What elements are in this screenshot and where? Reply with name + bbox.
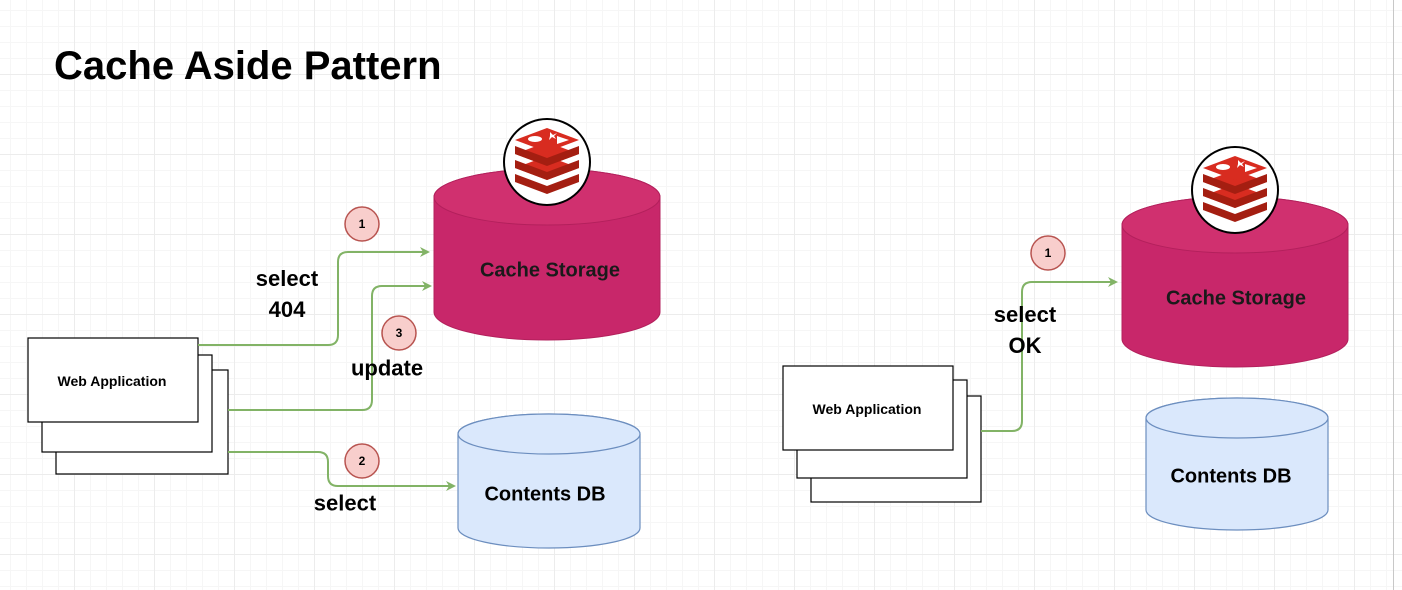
page-boundary-line bbox=[1393, 0, 1394, 590]
left-step-3-label: 3 bbox=[395, 326, 403, 340]
right-cache-cylinder bbox=[1121, 196, 1349, 368]
left-edge-select-404-label: select 404 bbox=[255, 266, 319, 322]
left-edge-select-404 bbox=[198, 247, 430, 346]
left-step-2-marker bbox=[344, 443, 380, 479]
left-edge-select-db bbox=[228, 451, 456, 491]
right-web-application-stack bbox=[782, 365, 982, 503]
left-redis-logo-icon bbox=[503, 118, 591, 206]
left-step-1-marker bbox=[344, 206, 380, 242]
left-contents-db-label: Contents DB bbox=[484, 483, 606, 506]
left-edge-update bbox=[228, 281, 432, 411]
left-web-application-label: Web Application bbox=[57, 373, 167, 389]
left-cache-storage-label: Cache Storage bbox=[479, 259, 621, 282]
right-edge-select-ok-label: select OK bbox=[993, 302, 1057, 358]
left-step-2-label: 2 bbox=[358, 454, 366, 468]
right-edge-select-ok bbox=[981, 277, 1118, 432]
right-step-1-marker bbox=[1030, 235, 1066, 271]
left-edge-update-label: update bbox=[350, 355, 424, 381]
page-title: Cache Aside Pattern bbox=[54, 44, 442, 88]
right-redis-logo-icon bbox=[1191, 146, 1279, 234]
right-contents-db-cylinder bbox=[1145, 397, 1329, 531]
left-step-3-marker bbox=[381, 315, 417, 351]
left-contents-db-cylinder bbox=[457, 413, 641, 549]
left-web-application-stack bbox=[27, 337, 229, 475]
left-edge-select-label: select bbox=[313, 490, 377, 516]
left-step-1-label: 1 bbox=[358, 217, 366, 231]
right-contents-db-label: Contents DB bbox=[1170, 465, 1292, 488]
left-cache-cylinder bbox=[433, 168, 661, 341]
right-web-application-label: Web Application bbox=[812, 401, 922, 417]
right-step-1-label: 1 bbox=[1044, 246, 1052, 260]
right-cache-storage-label: Cache Storage bbox=[1165, 287, 1307, 310]
